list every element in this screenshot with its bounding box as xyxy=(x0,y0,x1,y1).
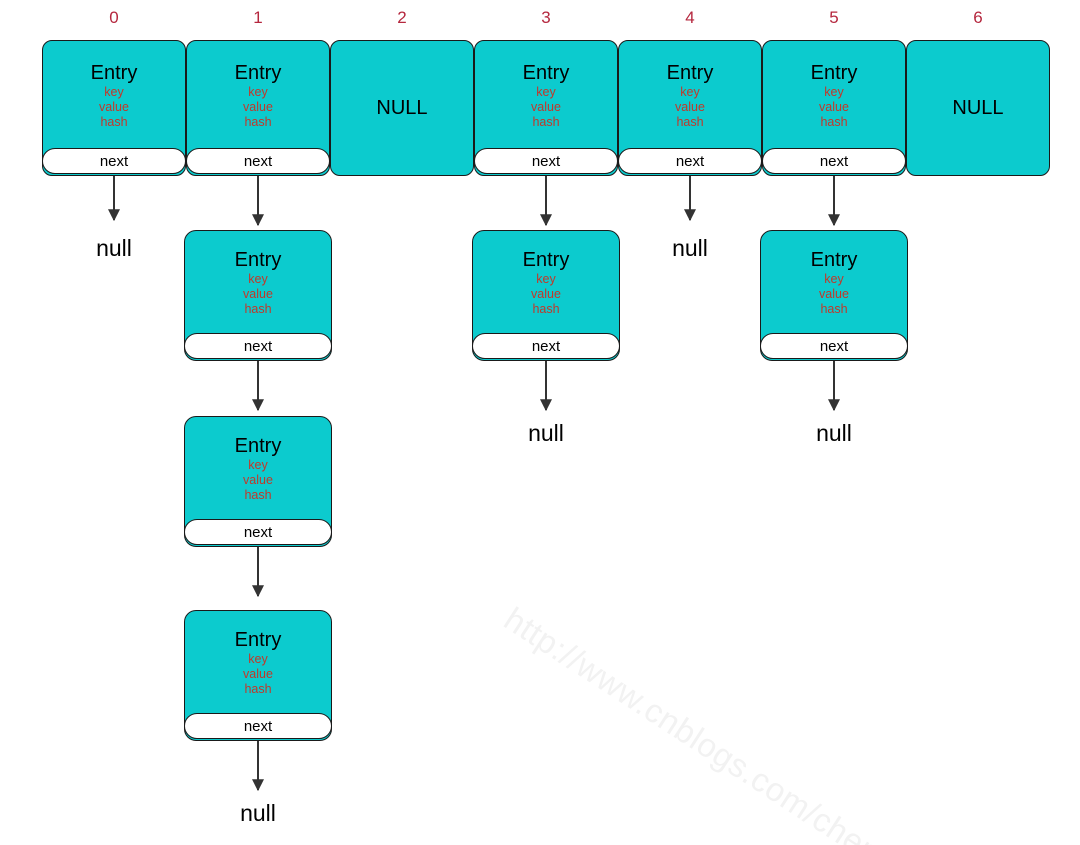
entry-field-hash: hash xyxy=(532,301,560,316)
next-label: next xyxy=(819,337,849,355)
bucket-index-6: 6 xyxy=(973,8,983,27)
entry-field-key: key xyxy=(248,271,268,286)
entry-field-value: value xyxy=(243,99,273,114)
bucket-index-2: 2 xyxy=(397,8,407,27)
entry-field-hash: hash xyxy=(676,114,704,129)
entry-field-value: value xyxy=(675,99,705,114)
bucket-cell-1-next-pointer[interactable]: next xyxy=(186,148,330,174)
chain-node-3-1-entry: Entry key value hash xyxy=(472,230,620,334)
entry-title: Entry xyxy=(810,248,858,271)
bucket-cell-0-entry: Entry key value hash xyxy=(42,40,186,150)
bucket-cell-3-entry: Entry key value hash xyxy=(474,40,618,150)
chain-node-1-2-next-pointer[interactable]: next xyxy=(184,519,332,545)
entry-field-key: key xyxy=(680,84,700,99)
bucket-cell-4[interactable]: Entry key value hash next xyxy=(618,40,762,176)
entry-field-hash: hash xyxy=(532,114,560,129)
chain-node-1-1-entry: Entry key value hash xyxy=(184,230,332,334)
next-label: next xyxy=(99,152,129,170)
entry-title: Entry xyxy=(810,61,858,84)
entry-title: Entry xyxy=(666,61,714,84)
chain-node-1-1-next-pointer[interactable]: next xyxy=(184,333,332,359)
null-terminator-chain-5: null xyxy=(816,420,852,446)
watermark-text: http://www.cnblogs.com/chengxiao/ xyxy=(497,600,965,845)
chain-node-3-1-next-pointer[interactable]: next xyxy=(472,333,620,359)
entry-field-value: value xyxy=(819,286,849,301)
entry-field-value: value xyxy=(531,99,561,114)
entry-field-value: value xyxy=(819,99,849,114)
bucket-cell-3-next-pointer[interactable]: next xyxy=(474,148,618,174)
bucket-cell-2[interactable]: NULL xyxy=(330,40,474,176)
null-cell-label: NULL xyxy=(952,96,1004,119)
entry-field-key: key xyxy=(824,84,844,99)
chain-node-1-3-next-pointer[interactable]: next xyxy=(184,713,332,739)
entry-field-value: value xyxy=(99,99,129,114)
next-label: next xyxy=(243,152,273,170)
chain-node-1-3-entry: Entry key value hash xyxy=(184,610,332,714)
bucket-cell-1[interactable]: Entry key value hash next xyxy=(186,40,330,176)
chain-node-1-2[interactable]: Entry key value hash next xyxy=(184,416,332,547)
next-label: next xyxy=(531,337,561,355)
entry-title: Entry xyxy=(234,61,282,84)
next-label: next xyxy=(531,152,561,170)
next-label: next xyxy=(819,152,849,170)
entry-title: Entry xyxy=(522,61,570,84)
chain-node-1-1[interactable]: Entry key value hash next xyxy=(184,230,332,361)
next-label: next xyxy=(243,523,273,541)
entry-field-key: key xyxy=(104,84,124,99)
entry-field-key: key xyxy=(248,457,268,472)
entry-title: Entry xyxy=(522,248,570,271)
chain-node-1-3[interactable]: Entry key value hash next xyxy=(184,610,332,741)
null-terminator-chain-1: null xyxy=(240,800,276,826)
chain-node-1-2-entry: Entry key value hash xyxy=(184,416,332,520)
null-terminator-bucket-4: null xyxy=(672,235,708,261)
entry-field-hash: hash xyxy=(244,681,272,696)
bucket-cell-4-next-pointer[interactable]: next xyxy=(618,148,762,174)
entry-field-key: key xyxy=(248,651,268,666)
chain-node-3-1[interactable]: Entry key value hash next xyxy=(472,230,620,361)
entry-field-value: value xyxy=(531,286,561,301)
null-terminator-bucket-0: null xyxy=(96,235,132,261)
entry-field-hash: hash xyxy=(820,301,848,316)
entry-field-hash: hash xyxy=(100,114,128,129)
bucket-cell-5-entry: Entry key value hash xyxy=(762,40,906,150)
bucket-cell-6[interactable]: NULL xyxy=(906,40,1050,176)
entry-field-key: key xyxy=(248,84,268,99)
next-label: next xyxy=(243,717,273,735)
entry-field-key: key xyxy=(536,84,556,99)
entry-field-key: key xyxy=(536,271,556,286)
entry-field-value: value xyxy=(243,472,273,487)
bucket-index-1: 1 xyxy=(253,8,263,27)
entry-field-hash: hash xyxy=(244,487,272,502)
bucket-index-5: 5 xyxy=(829,8,839,27)
entry-field-value: value xyxy=(243,666,273,681)
null-cell-label: NULL xyxy=(376,96,428,119)
bucket-index-0: 0 xyxy=(109,8,119,27)
bucket-cell-0-next-pointer[interactable]: next xyxy=(42,148,186,174)
chain-node-5-1-next-pointer[interactable]: next xyxy=(760,333,908,359)
entry-field-value: value xyxy=(243,286,273,301)
entry-title: Entry xyxy=(234,434,282,457)
bucket-cell-3[interactable]: Entry key value hash next xyxy=(474,40,618,176)
entry-title: Entry xyxy=(234,248,282,271)
bucket-cell-2-body: NULL xyxy=(330,40,474,176)
bucket-cell-0[interactable]: Entry key value hash next xyxy=(42,40,186,176)
bucket-cell-1-entry: Entry key value hash xyxy=(186,40,330,150)
entry-field-hash: hash xyxy=(244,301,272,316)
entry-field-hash: hash xyxy=(244,114,272,129)
chain-node-5-1[interactable]: Entry key value hash next xyxy=(760,230,908,361)
entry-title: Entry xyxy=(90,61,138,84)
bucket-cell-6-body: NULL xyxy=(906,40,1050,176)
bucket-cell-5[interactable]: Entry key value hash next xyxy=(762,40,906,176)
entry-field-key: key xyxy=(824,271,844,286)
next-label: next xyxy=(243,337,273,355)
null-terminator-chain-3: null xyxy=(528,420,564,446)
next-label: next xyxy=(675,152,705,170)
bucket-index-3: 3 xyxy=(541,8,551,27)
bucket-cell-4-entry: Entry key value hash xyxy=(618,40,762,150)
chain-node-5-1-entry: Entry key value hash xyxy=(760,230,908,334)
entry-field-hash: hash xyxy=(820,114,848,129)
entry-title: Entry xyxy=(234,628,282,651)
bucket-cell-5-next-pointer[interactable]: next xyxy=(762,148,906,174)
bucket-index-4: 4 xyxy=(685,8,695,27)
